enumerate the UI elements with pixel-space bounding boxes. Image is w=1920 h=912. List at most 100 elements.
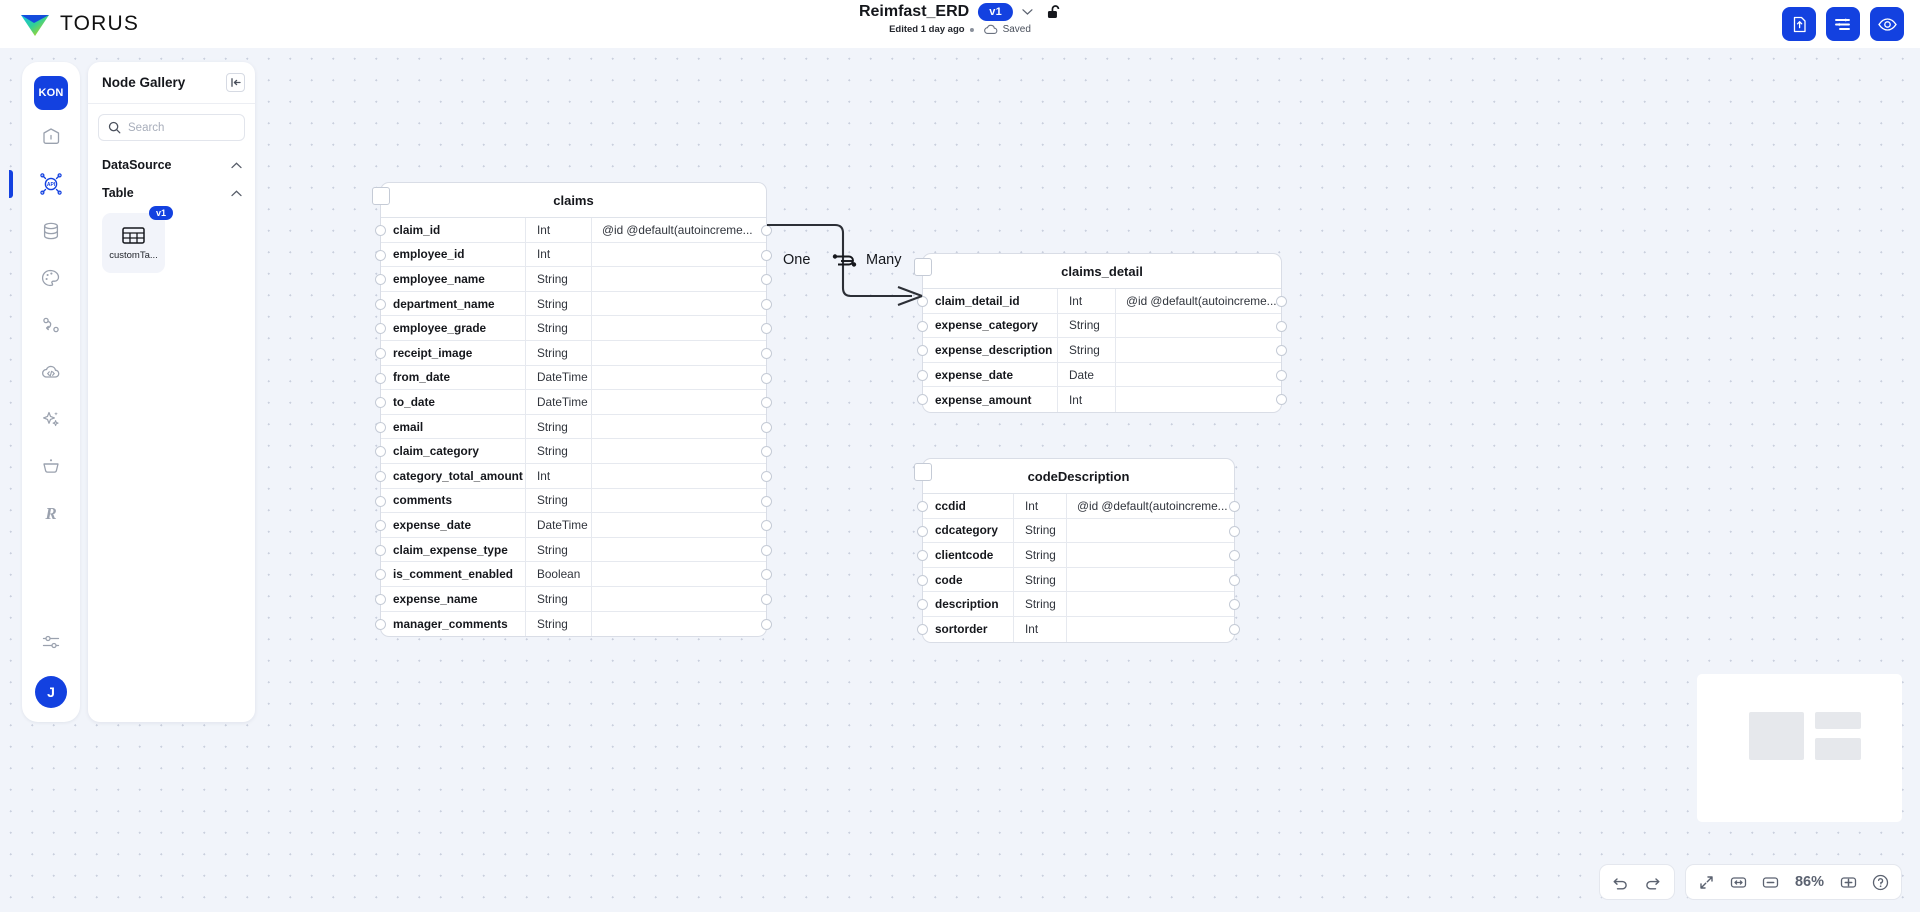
minimap[interactable] [1697,674,1902,822]
fit-screen-button[interactable] [1692,867,1722,897]
column-port-left[interactable] [375,520,386,532]
unlock-icon[interactable] [1046,4,1061,20]
sidebar-item-api[interactable]: API [9,164,71,204]
column-port-right[interactable] [761,618,772,630]
node-card-custom-table[interactable]: v1 customTa... [102,206,173,273]
column-port-right[interactable] [1276,394,1287,406]
column-port-left[interactable] [917,525,928,537]
column-port-right[interactable] [761,298,772,310]
erd-table-header[interactable]: codeDescription [914,459,1234,494]
zoom-out-button[interactable] [1756,867,1786,897]
column-port-left[interactable] [375,470,386,482]
column-port-left[interactable] [917,369,928,381]
column-port-right[interactable] [1276,320,1287,332]
preview-button[interactable] [1870,7,1904,41]
column-port-right[interactable] [761,544,772,556]
column-port-right[interactable] [1276,369,1287,381]
column-port-left[interactable] [917,501,928,512]
sidebar-item-basket[interactable] [31,446,71,486]
sidebar-item-database[interactable] [31,211,71,251]
collapse-panel-icon[interactable] [226,73,245,92]
drag-handle[interactable] [914,258,932,276]
fit-width-button[interactable] [1724,867,1754,897]
column-port-left[interactable] [375,274,386,286]
erd-table-header[interactable]: claims_detail [914,254,1281,289]
avatar[interactable]: J [35,676,67,708]
zoom-in-button[interactable] [1833,867,1863,897]
column-port-left[interactable] [375,618,386,630]
column-port-left[interactable] [917,574,928,586]
column-port-right[interactable] [761,225,772,236]
column-port-right[interactable] [761,593,772,605]
search-input[interactable] [128,121,235,134]
column-port-left[interactable] [917,550,928,562]
column-port-left[interactable] [375,298,386,310]
column-port-right[interactable] [1229,623,1240,635]
settings-sliders-button[interactable] [1826,7,1860,41]
column-port-left[interactable] [375,249,386,261]
sidebar-item-settings[interactable] [31,622,71,662]
column-port-left[interactable] [375,225,386,236]
column-port-left[interactable] [375,397,386,409]
drag-handle[interactable] [914,463,932,481]
column-port-left[interactable] [917,320,928,332]
column-port-left[interactable] [917,345,928,357]
column-port-left[interactable] [375,446,386,458]
column-port-left[interactable] [375,544,386,556]
help-button[interactable] [1865,867,1895,897]
column-port-left[interactable] [917,599,928,611]
column-port-right[interactable] [1229,574,1240,586]
column-port-right[interactable] [1229,501,1240,512]
column-port-left[interactable] [375,323,386,335]
column-port-left[interactable] [375,347,386,359]
column-port-left[interactable] [917,296,928,307]
version-badge[interactable]: v1 [978,3,1014,21]
column-port-right[interactable] [761,520,772,532]
gallery-section-datasource[interactable]: DataSource [88,151,255,179]
sidebar-item-ai[interactable] [31,399,71,439]
sidebar-item-design[interactable] [31,258,71,298]
column-port-right[interactable] [761,569,772,581]
column-port-left[interactable] [375,495,386,507]
column-port-right[interactable] [761,470,772,482]
sidebar-item-home[interactable] [31,117,71,157]
sidebar-item-flow[interactable] [31,305,71,345]
column-port-left[interactable] [375,569,386,581]
export-file-button[interactable] [1782,7,1816,41]
undo-button[interactable] [1606,867,1636,897]
column-port-right[interactable] [761,372,772,384]
drag-handle[interactable] [372,187,390,205]
column-port-right[interactable] [761,249,772,261]
column-port-right[interactable] [1276,296,1287,307]
column-port-right[interactable] [761,397,772,409]
gallery-section-table[interactable]: Table [88,179,255,207]
